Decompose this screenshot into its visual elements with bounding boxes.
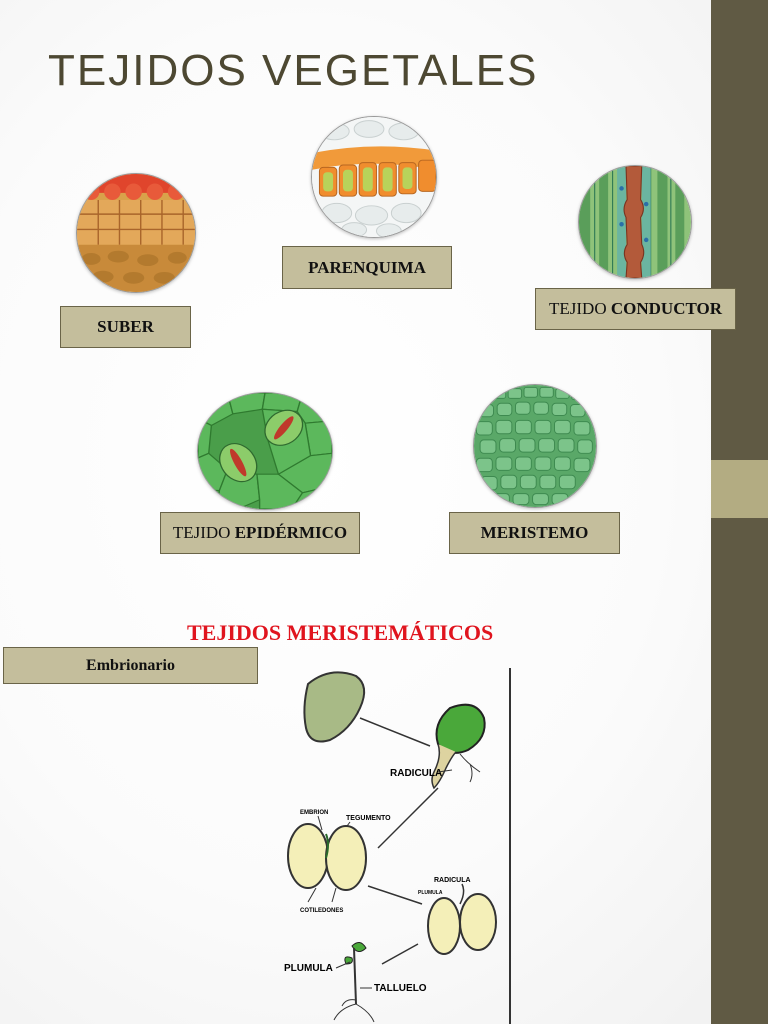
germinating-seed [435,703,486,754]
suber-label: SUBER [60,306,191,348]
sprout-cotyledon-right [459,893,497,951]
cotiledones-label: COTILEDONES [300,908,343,914]
tejido-conductor-image [578,165,692,279]
slide-sidebar-accent [711,460,768,518]
embrionario-label: Embrionario [3,647,258,684]
tejido-conductor-label-bold: CONDUCTOR [610,299,722,318]
seed-shape [303,671,366,743]
germination-diagram: RADICULA EMBRION TEGUMENTO COTILEDONES R… [284,668,511,1024]
parenquima-label-text: PARENQUIMA [308,257,426,277]
embrionario-label-text: Embrionario [86,656,175,674]
tejido-epidermico-image [197,392,333,510]
tejido-epidermico-label-prefix: TEJIDO [172,523,235,542]
cotyledon-right [325,825,367,891]
tejido-conductor-label-prefix: TEJIDO [549,299,611,318]
meristemo-label-text: MERISTEMO [480,523,589,542]
meristemo-image [473,384,597,508]
embrion-label: EMBRION [300,810,328,816]
parenquima-image [311,116,437,238]
tegumento-label: TEGUMENTO [346,815,391,822]
section-heading: TEJIDOS MERISTEMÁTICOS [187,620,494,645]
parenquima-label: PARENQUIMA [282,246,452,289]
slide-title: TEJIDOS VEGETALES [48,46,539,95]
meristemo-label: MERISTEMO [449,512,620,554]
radicula-top-label: RADICULA [390,768,442,779]
cotyledon-left [287,823,329,889]
radicula-mid-label: RADICULA [434,877,471,884]
suber-image [76,173,196,293]
tejido-conductor-label: TEJIDO CONDUCTOR [535,288,736,330]
talluelo-label: TALLUELO [374,983,427,994]
tejido-epidermico-label: TEJIDO EPIDÉRMICO [160,512,360,554]
suber-label-text: SUBER [97,317,154,336]
plumula-label: PLUMULA [284,963,333,974]
tejido-epidermico-label-bold: EPIDÉRMICO [234,523,348,542]
sprout-cotyledon-left [427,897,461,955]
plumula-small-label: PLUMULA [418,890,443,896]
